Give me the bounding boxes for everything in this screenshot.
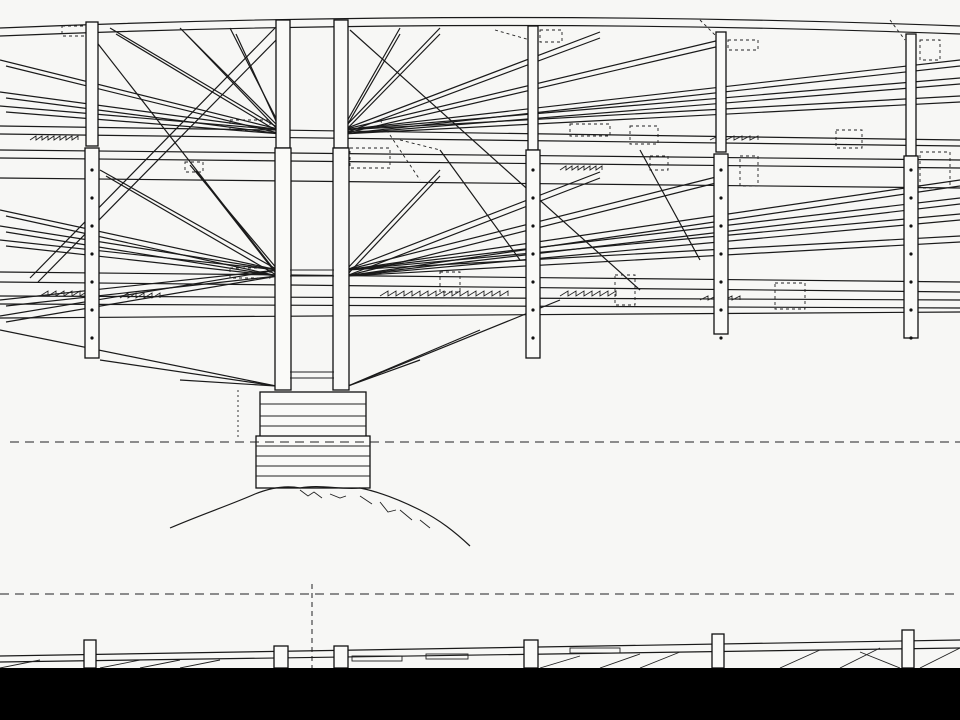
post-4 [527, 25, 539, 151]
blueprint-sheet [0, 0, 960, 668]
post-5 [715, 31, 727, 153]
truss-elevation-drawing [0, 16, 960, 668]
hinge-outlines [61, 19, 951, 310]
letterbox-bar [0, 668, 960, 720]
stringers [0, 125, 960, 319]
post-5-lower [713, 153, 729, 335]
lower-truss-fragment [0, 629, 960, 668]
post-2 [275, 19, 291, 149]
post-6 [905, 33, 917, 157]
center-lines [0, 390, 960, 668]
post-1 [85, 21, 99, 147]
post-2-lower [274, 147, 292, 391]
fan-bracing-lower [0, 164, 960, 387]
fan-bracing-upper [0, 27, 960, 135]
notched-joints [29, 135, 759, 301]
rock-outcrop [169, 485, 471, 547]
post-3 [333, 19, 349, 149]
stone-pier [255, 391, 371, 489]
post-bolts [90, 168, 913, 340]
top-chord [0, 16, 960, 37]
post-3-lower [332, 147, 350, 391]
